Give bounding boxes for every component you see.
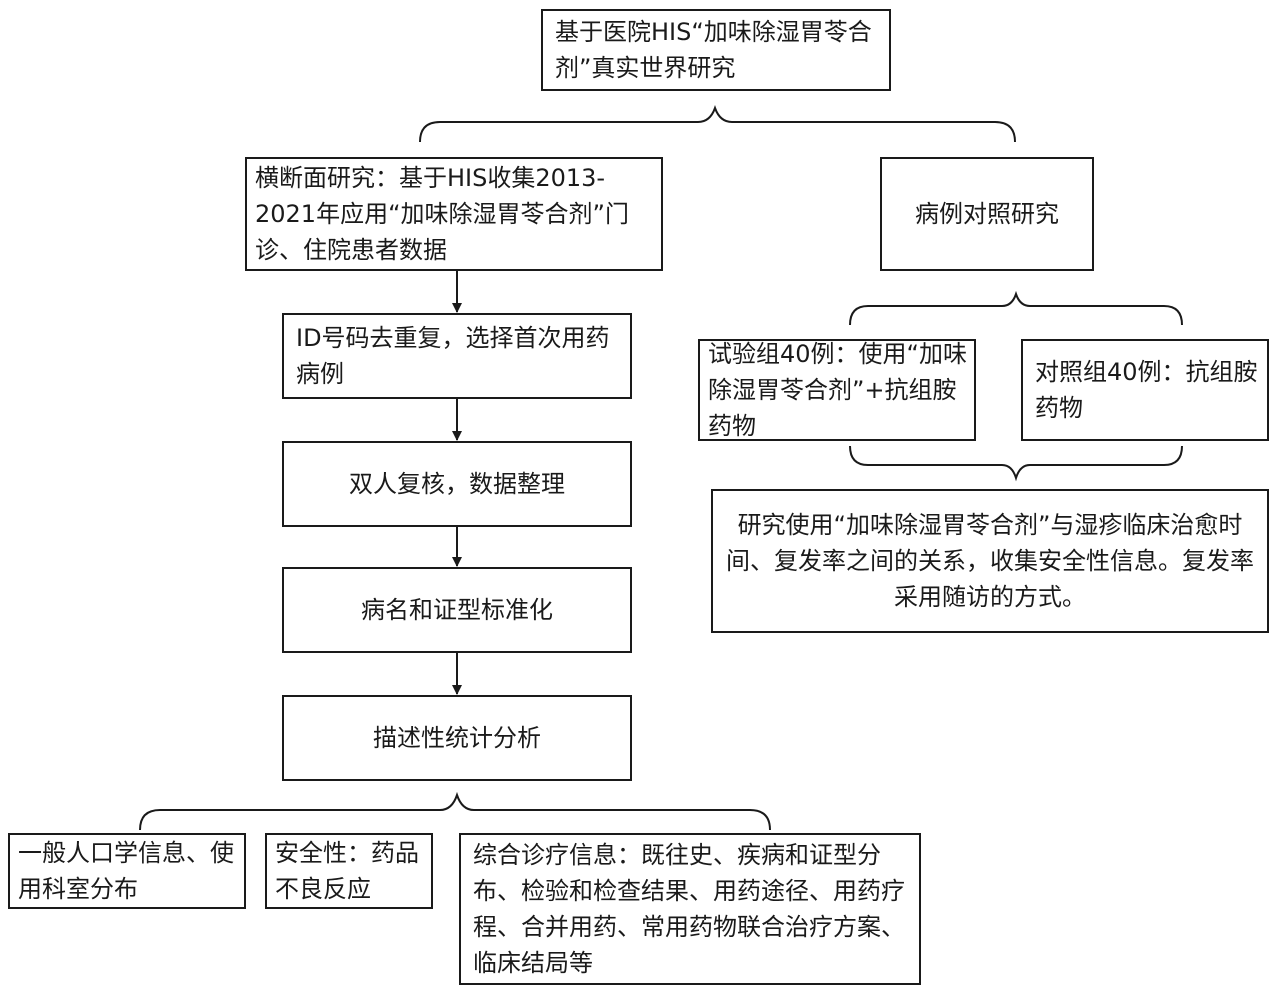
descriptive-analysis-label: 描述性统计分析 — [373, 724, 541, 752]
standardize-step-label: 病名和证型标准化 — [361, 596, 553, 624]
cross-sectional-study-box: 横断面研究：基于HIS收集2013-2021年应用“加味除湿胃苓合剂”门诊、住院… — [245, 157, 663, 271]
cross-sectional-study-label: 横断面研究：基于HIS收集2013-2021年应用“加味除湿胃苓合剂”门诊、住院… — [255, 164, 629, 264]
brace-groups-merge — [849, 445, 1183, 482]
dedup-step-label: ID号码去重复，选择首次用药病例 — [296, 324, 610, 388]
demographics-box: 一般人口学信息、使用科室分布 — [8, 833, 246, 909]
root-study-box: 基于医院HIS“加味除湿胃苓合剂”真实世界研究 — [541, 9, 891, 91]
brace-descriptive-split — [139, 791, 771, 831]
outcome-box: 研究使用“加味除湿胃苓合剂”与湿疹临床治愈时间、复发率之间的关系，收集安全性信息… — [711, 489, 1269, 633]
standardize-step-box: 病名和证型标准化 — [282, 567, 632, 653]
double-check-step-box: 双人复核，数据整理 — [282, 441, 632, 527]
safety-box: 安全性：药品不良反应 — [265, 833, 433, 909]
brace-case-control-split — [849, 290, 1183, 326]
trial-group-box: 试验组40例：使用“加味除湿胃苓合剂”+抗组胺药物 — [698, 339, 976, 441]
case-control-study-box: 病例对照研究 — [880, 157, 1094, 271]
case-control-study-label: 病例对照研究 — [915, 200, 1059, 228]
root-study-label: 基于医院HIS“加味除湿胃苓合剂”真实世界研究 — [555, 18, 872, 82]
control-group-box: 对照组40例：抗组胺药物 — [1021, 339, 1269, 441]
demographics-label: 一般人口学信息、使用科室分布 — [18, 839, 234, 903]
outcome-label: 研究使用“加味除湿胃苓合剂”与湿疹临床治愈时间、复发率之间的关系，收集安全性信息… — [726, 511, 1254, 611]
double-check-step-label: 双人复核，数据整理 — [349, 470, 565, 498]
clinical-info-box: 综合诊疗信息：既往史、疾病和证型分布、检验和检查结果、用药途径、用药疗程、合并用… — [459, 833, 921, 985]
clinical-info-label: 综合诊疗信息：既往史、疾病和证型分布、检验和检查结果、用药途径、用药疗程、合并用… — [473, 841, 905, 977]
descriptive-analysis-box: 描述性统计分析 — [282, 695, 632, 781]
brace-root-split — [419, 105, 1016, 143]
trial-group-label: 试验组40例：使用“加味除湿胃苓合剂”+抗组胺药物 — [708, 340, 967, 440]
safety-label: 安全性：药品不良反应 — [275, 839, 419, 903]
control-group-label: 对照组40例：抗组胺药物 — [1035, 358, 1258, 422]
dedup-step-box: ID号码去重复，选择首次用药病例 — [282, 313, 632, 399]
